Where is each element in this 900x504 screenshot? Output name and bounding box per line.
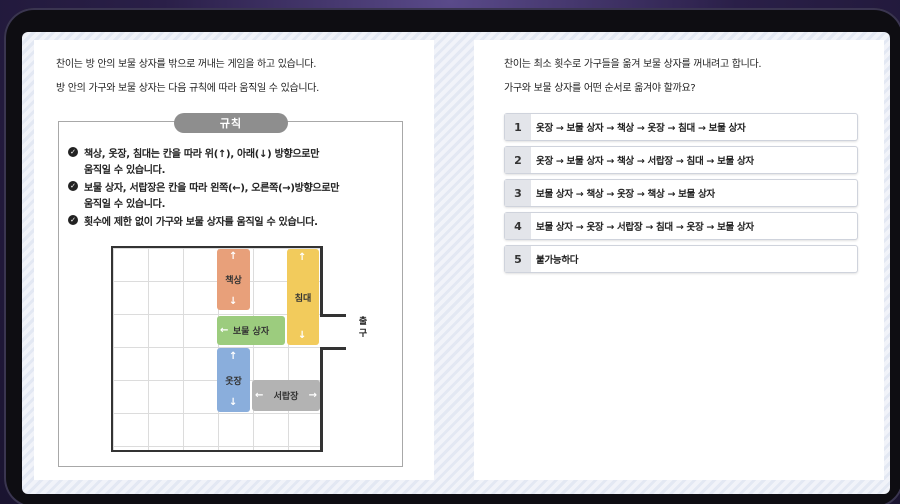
- check-icon: ✓: [68, 181, 78, 191]
- arrow-up-icon: ↑: [298, 252, 307, 263]
- desk-piece[interactable]: ↑ 책상 ↓: [217, 249, 250, 310]
- drawer-label: 서랍장: [273, 392, 299, 402]
- option-text: 보물 상자 → 책상 → 옷장 → 책상 → 보물 상자: [536, 189, 715, 200]
- rule-1-line-2: 움직일 수 있습니다.: [84, 165, 166, 176]
- arrow-down-icon: ↓: [229, 397, 238, 408]
- option-5[interactable]: 5 불가능하다: [504, 245, 858, 273]
- exit-label: 출 구: [358, 317, 368, 339]
- game-board: 출 구 ↑ 책상 ↓ ↑ 침대 ↓ ← 보물 상자 ↑: [111, 246, 367, 452]
- rules-title: 규칙: [174, 113, 288, 133]
- question-text-line-1: 찬이는 최소 횟수로 가구들을 옮겨 보물 상자를 꺼내려고 합니다.: [504, 59, 762, 70]
- option-number: 4: [505, 213, 531, 239]
- bed-piece[interactable]: ↑ 침대 ↓: [287, 249, 319, 345]
- right-wall-bottom: [320, 347, 323, 452]
- problem-text-line-2: 방 안의 가구와 보물 상자는 다음 규칙에 따라 움직일 수 있습니다.: [56, 83, 320, 94]
- option-text: 보물 상자 → 옷장 → 서랍장 → 침대 → 옷장 → 보물 상자: [536, 222, 754, 233]
- option-text: 불가능하다: [536, 255, 579, 266]
- question-text-line-2: 가구와 보물 상자를 어떤 순서로 옮겨야 할까요?: [504, 83, 696, 94]
- exit-wall-bottom: [320, 347, 346, 350]
- closet-label: 옷장: [225, 376, 242, 387]
- closet-piece[interactable]: ↑ 옷장 ↓: [217, 348, 250, 412]
- screen: 찬이는 방 안의 보물 상자를 밖으로 꺼내는 게임을 하고 있습니다. 방 안…: [22, 32, 890, 494]
- treasure-box-label: 보물 상자: [232, 327, 270, 337]
- arrow-left-icon: ←: [220, 325, 229, 336]
- option-number: 3: [505, 180, 531, 206]
- bed-label: 침대: [294, 293, 312, 304]
- option-number: 2: [505, 147, 531, 173]
- problem-text-line-1: 찬이는 방 안의 보물 상자를 밖으로 꺼내는 게임을 하고 있습니다.: [56, 59, 317, 70]
- rule-1-line-1: 책상, 옷장, 침대는 칸을 따라 위(↑), 아래(↓) 방향으로만: [84, 149, 320, 160]
- option-2[interactable]: 2 옷장 → 보물 상자 → 책상 → 서랍장 → 침대 → 보물 상자: [504, 146, 858, 174]
- option-number: 1: [505, 114, 531, 140]
- arrow-up-icon: ↑: [229, 251, 238, 262]
- desk-label: 책상: [225, 276, 242, 286]
- option-3[interactable]: 3 보물 상자 → 책상 → 옷장 → 책상 → 보물 상자: [504, 179, 858, 207]
- option-text: 옷장 → 보물 상자 → 책상 → 옷장 → 침대 → 보물 상자: [536, 123, 746, 134]
- check-icon: ✓: [68, 215, 78, 225]
- rule-2-line-2: 움직일 수 있습니다.: [84, 199, 166, 210]
- arrow-up-icon: ↑: [229, 351, 238, 362]
- option-1[interactable]: 1 옷장 → 보물 상자 → 책상 → 옷장 → 침대 → 보물 상자: [504, 113, 858, 141]
- check-icon: ✓: [68, 147, 78, 157]
- exit-wall-top: [320, 314, 346, 317]
- arrow-right-icon: →: [308, 390, 317, 401]
- drawer-piece[interactable]: ← 서랍장 →: [252, 380, 320, 411]
- right-wall-top: [320, 246, 323, 316]
- problem-panel: 찬이는 방 안의 보물 상자를 밖으로 꺼내는 게임을 하고 있습니다. 방 안…: [34, 40, 434, 480]
- arrow-down-icon: ↓: [298, 330, 307, 341]
- rule-3-line-1: 횟수에 제한 없이 가구와 보물 상자를 움직일 수 있습니다.: [84, 217, 318, 228]
- option-4[interactable]: 4 보물 상자 → 옷장 → 서랍장 → 침대 → 옷장 → 보물 상자: [504, 212, 858, 240]
- arrow-down-icon: ↓: [229, 296, 238, 307]
- treasure-box-piece[interactable]: ← 보물 상자: [217, 316, 285, 345]
- arrow-left-icon: ←: [255, 390, 264, 401]
- rule-2-line-1: 보물 상자, 서랍장은 칸을 따라 왼쪽(←), 오른쪽(→)방향으로만: [84, 183, 340, 194]
- answer-panel: 찬이는 최소 횟수로 가구들을 옮겨 보물 상자를 꺼내려고 합니다. 가구와 …: [474, 40, 884, 480]
- option-number: 5: [505, 246, 531, 272]
- option-text: 옷장 → 보물 상자 → 책상 → 서랍장 → 침대 → 보물 상자: [536, 156, 754, 167]
